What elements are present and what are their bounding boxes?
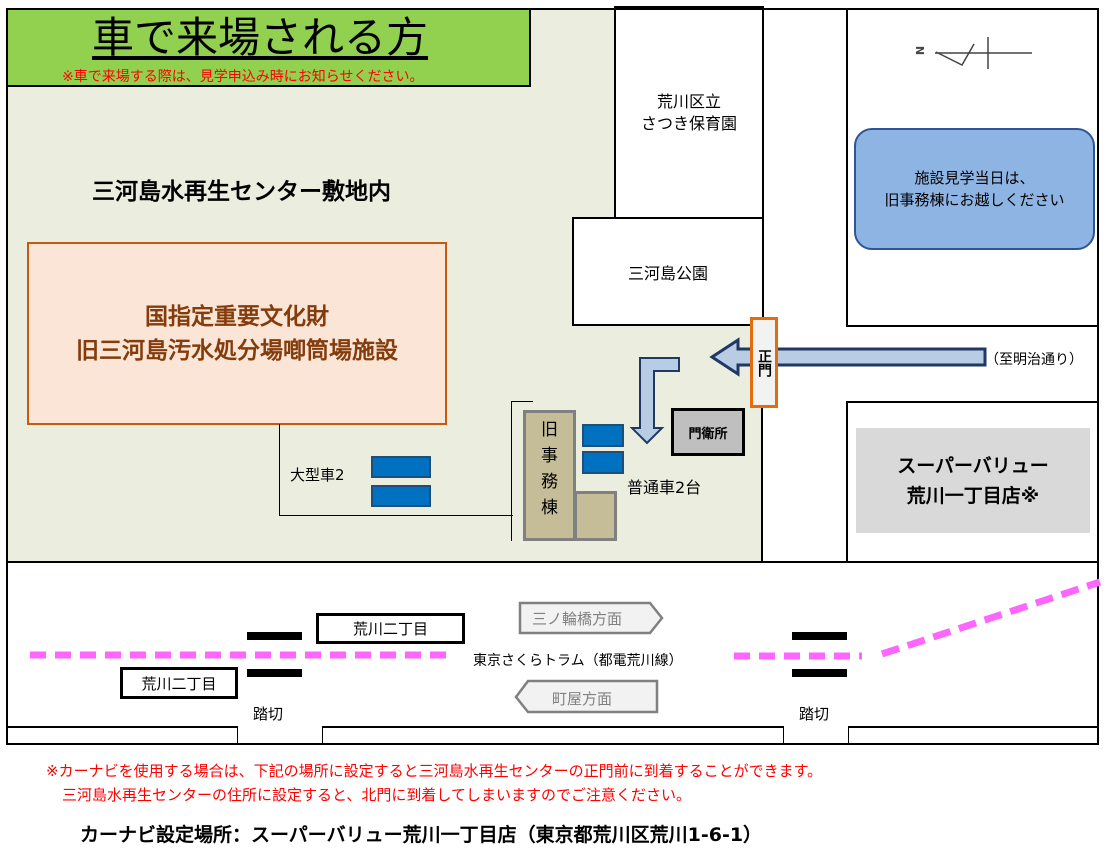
- title-note: ※車で来場する際は、見学申込み時にお知らせください。: [62, 69, 424, 85]
- park-block: 三河島公園: [572, 217, 764, 326]
- nursery-label-1: 荒川区立: [656, 91, 721, 111]
- page-title: 車で来場される方: [92, 13, 429, 62]
- car-large-1: [371, 456, 431, 478]
- road-edge-lower-3: [848, 726, 1099, 745]
- supermarket-building: スーパーバリュー 荒川一丁目店※: [856, 428, 1090, 533]
- road-edge-lower-1: [6, 726, 238, 745]
- tram-stop-upper-label: 荒川二丁目: [352, 620, 428, 638]
- tram-stop-upper: 荒川二丁目: [316, 613, 465, 644]
- road-edge-lower-2: [322, 726, 784, 745]
- old-office-char-1: 旧: [541, 420, 558, 440]
- tram-line-northeast: [880, 578, 1102, 658]
- crossing-bar: [792, 632, 847, 640]
- site-label: 三河島水再生センター敷地内: [92, 179, 391, 205]
- crossing-bar: [792, 669, 847, 677]
- east-block: [846, 8, 1099, 327]
- tram-stop-lower-label: 荒川二丁目: [141, 674, 217, 693]
- nursery-block: 荒川区立 さつき保育園: [614, 6, 764, 219]
- tram-stop-lower: 荒川二丁目: [120, 667, 238, 699]
- turn-arrow: [629, 357, 680, 445]
- main-gate: 正門: [750, 317, 778, 408]
- crossing-bar: [247, 632, 302, 640]
- old-office-building: 旧 事 務 棟: [523, 410, 576, 541]
- car-regular-2: [582, 451, 624, 474]
- guard-house-label: 門衛所: [688, 426, 728, 442]
- large-parking-label: 大型車2: [290, 466, 345, 484]
- supermarket-label-1: スーパーバリュー: [897, 454, 1049, 477]
- old-office-char-2: 事: [541, 446, 558, 466]
- tram-line-label: 東京さくらトラム（都電荒川線）: [473, 653, 683, 669]
- direction-east-sign: [518, 601, 664, 635]
- crossing-bar: [247, 669, 302, 677]
- supermarket-label-2: 荒川一丁目店※: [906, 484, 1040, 507]
- visit-note-2: 旧事務棟にお越しください: [884, 191, 1065, 209]
- direction-west-sign: [514, 679, 659, 714]
- guard-house: 門衛所: [671, 408, 745, 456]
- visit-note-1: 施設見学当日は、: [914, 169, 1035, 187]
- title-box: [6, 8, 531, 87]
- heritage-label-2: 旧三河島汚水処分場喞筒場施設: [76, 337, 398, 364]
- old-office-annex: [574, 491, 617, 541]
- old-office-char-3: 務: [541, 472, 558, 492]
- north-arrow-icon: [935, 37, 1032, 69]
- car-navi-setting: カーナビ設定場所：スーパーバリュー荒川一丁目店（東京都荒川区荒川1-6-1）: [80, 824, 763, 846]
- road-edge: [6, 561, 1099, 563]
- car-large-2: [371, 485, 431, 507]
- crossing-right-label: 踏切: [799, 705, 830, 723]
- nursery-label-2: さつき保育園: [640, 113, 737, 133]
- heritage-label-1: 国指定重要文化財: [145, 303, 329, 330]
- crossing-left-label: 踏切: [253, 705, 284, 723]
- main-gate-label: 正門: [756, 348, 772, 377]
- heritage-building: 国指定重要文化財 旧三河島汚水処分場喞筒場施設: [27, 242, 447, 425]
- park-label: 三河島公園: [627, 263, 708, 283]
- office-area-outline: [511, 401, 533, 541]
- direction-east-label: 三ノ輪橋方面: [532, 610, 623, 628]
- regular-parking-label: 普通車2台: [627, 478, 702, 497]
- car-regular-1: [582, 424, 624, 447]
- car-navi-note-2: 三河島水再生センターの住所に設定すると、北門に到着してしまいますのでご注意くださ…: [62, 786, 691, 804]
- visit-note-box: 施設見学当日は、 旧事務棟にお越しください: [854, 128, 1095, 250]
- parking-area-outline: [279, 424, 513, 516]
- old-office-char-4: 棟: [541, 498, 558, 518]
- direction-west-label: 町屋方面: [552, 690, 613, 708]
- entry-arrow: [709, 337, 987, 377]
- north-label: N: [914, 45, 928, 56]
- car-navi-note-1: ※カーナビを使用する場合は、下記の場所に設定すると三河島水再生センターの正門前に…: [46, 762, 823, 780]
- to-meiji-dori-label: （至明治通り）: [985, 352, 1083, 368]
